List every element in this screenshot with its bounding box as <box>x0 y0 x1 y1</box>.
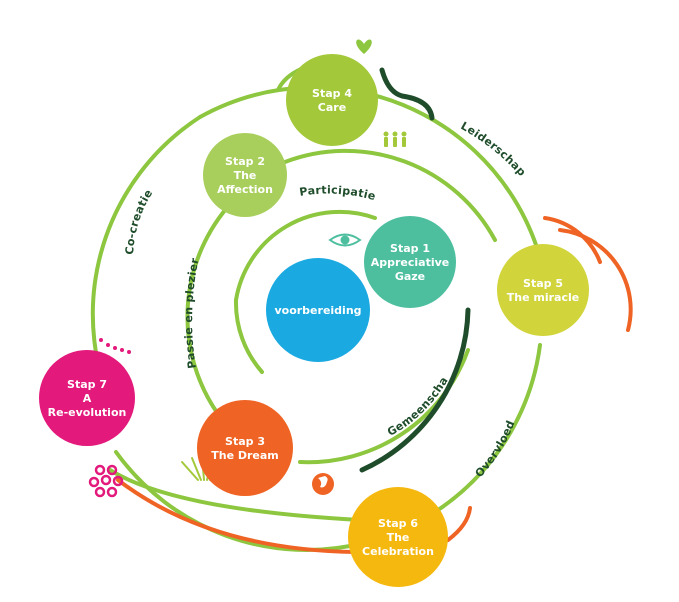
dots-icon <box>99 338 131 354</box>
step-label-line: Celebration <box>362 545 434 558</box>
arc-label-overvloed: Overvloed <box>473 419 518 480</box>
orange-right-arc <box>446 506 472 542</box>
rings <box>90 59 633 554</box>
arc-label-participatie: Participatie <box>299 184 378 204</box>
step-label-line: The <box>234 169 257 182</box>
orange-bottom-arc <box>116 478 357 554</box>
arc-label-co-creatie: Co-creatie <box>123 187 155 255</box>
step-label-line: A <box>83 392 92 405</box>
step-label-line: Care <box>318 101 346 114</box>
step-circle <box>348 487 448 587</box>
step-label-line: The Dream <box>211 449 279 462</box>
spiral-icon <box>88 464 124 498</box>
step-label-line: Stap 1 <box>390 242 430 255</box>
step-label-line: Stap 4 <box>312 87 352 100</box>
step-circle <box>364 216 456 308</box>
outer-ring-arc <box>198 85 550 302</box>
step-label-line: Stap 3 <box>225 435 265 448</box>
middle-ring-lower-arc <box>298 348 470 465</box>
inner-ring-left-arc <box>233 298 264 374</box>
globe-icon <box>312 473 334 495</box>
step-circle <box>286 54 378 146</box>
inner-ring-arc <box>234 209 377 302</box>
step-label-line: Stap 2 <box>225 155 265 168</box>
step-label-line: Stap 5 <box>523 277 563 290</box>
center-label: voorbereiding <box>274 304 361 317</box>
step-label-line: The miracle <box>507 291 579 304</box>
step-label-line: Appreciative <box>371 256 450 269</box>
eye-icon <box>328 233 362 247</box>
middle-ring-arc <box>283 148 497 242</box>
step-label-line: Stap 7 <box>67 378 107 391</box>
step-label-line: Gaze <box>395 270 425 283</box>
arc-label-passie: Passie en plezier <box>182 256 202 369</box>
people-icon <box>383 131 407 147</box>
dark-green-leiderschap-arc <box>379 67 435 121</box>
middle-ring-left-arc <box>185 200 234 416</box>
step-label-line: Stap 6 <box>378 517 418 530</box>
heart-icon <box>356 39 372 54</box>
orange-miracle-arc-2 <box>558 228 633 332</box>
dark-green-gemeenschap-arc <box>359 307 471 473</box>
green-left-bottom-arc <box>108 468 362 522</box>
center-node: voorbereiding <box>266 258 370 362</box>
step-circle <box>497 244 589 336</box>
step-label-line: The <box>387 531 410 544</box>
step-circle <box>39 350 135 446</box>
step-label-line: Re-evolution <box>48 406 127 419</box>
step-circle <box>203 133 287 217</box>
step-circle <box>197 400 293 496</box>
step-label-line: Affection <box>217 183 273 196</box>
